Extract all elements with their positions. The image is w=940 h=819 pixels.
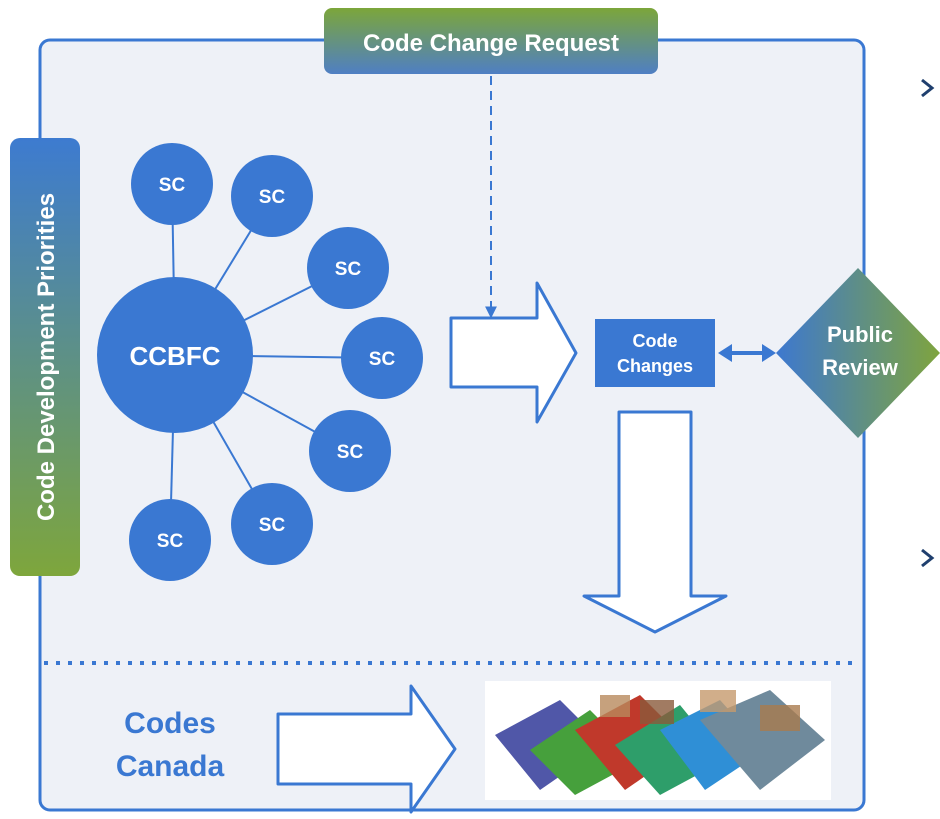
sc-node: SC bbox=[309, 410, 391, 492]
code-change-request-box: Code Change Request bbox=[324, 8, 658, 74]
public-review-line2: Review bbox=[822, 355, 899, 380]
sc-label: SC bbox=[259, 515, 286, 536]
codes-canada-line2: Canada bbox=[116, 750, 225, 783]
sc-node: SC bbox=[231, 155, 313, 237]
sc-node: SC bbox=[131, 143, 213, 225]
code-change-request-label: Code Change Request bbox=[363, 30, 619, 57]
codes-canada-arrow-icon bbox=[276, 684, 457, 814]
sc-label: SC bbox=[157, 531, 184, 552]
ccbfc-node: CCBFC bbox=[97, 277, 253, 433]
double-arrow-icon bbox=[718, 344, 776, 362]
bullet-chevron-icon bbox=[921, 548, 935, 568]
code-development-priorities-label: Code Development Priorities bbox=[33, 193, 60, 521]
code-publications-image bbox=[485, 681, 831, 800]
codes-canada-line1: Codes bbox=[124, 707, 216, 740]
public-review-diamond: Public Review bbox=[776, 268, 940, 438]
ccbfc-label: CCBFC bbox=[130, 341, 221, 371]
down-arrow-icon bbox=[582, 410, 728, 634]
right-arrow-icon bbox=[449, 281, 578, 424]
code-development-priorities-box: Code Development Priorities bbox=[10, 138, 80, 576]
sc-label: SC bbox=[159, 175, 186, 196]
code-changes-line1: Code bbox=[633, 331, 678, 351]
sc-label: SC bbox=[337, 442, 364, 463]
sc-node: SC bbox=[341, 317, 423, 399]
code-changes-box: Code Changes bbox=[595, 319, 715, 387]
sc-node: SC bbox=[307, 227, 389, 309]
sc-node: SC bbox=[231, 483, 313, 565]
sc-label: SC bbox=[259, 187, 286, 208]
sc-label: SC bbox=[369, 349, 396, 370]
public-review-line1: Public bbox=[827, 322, 893, 347]
sc-node: SC bbox=[129, 499, 211, 581]
code-changes-line2: Changes bbox=[617, 356, 693, 376]
sc-label: SC bbox=[335, 259, 362, 280]
bullet-chevron-icon bbox=[921, 78, 935, 98]
